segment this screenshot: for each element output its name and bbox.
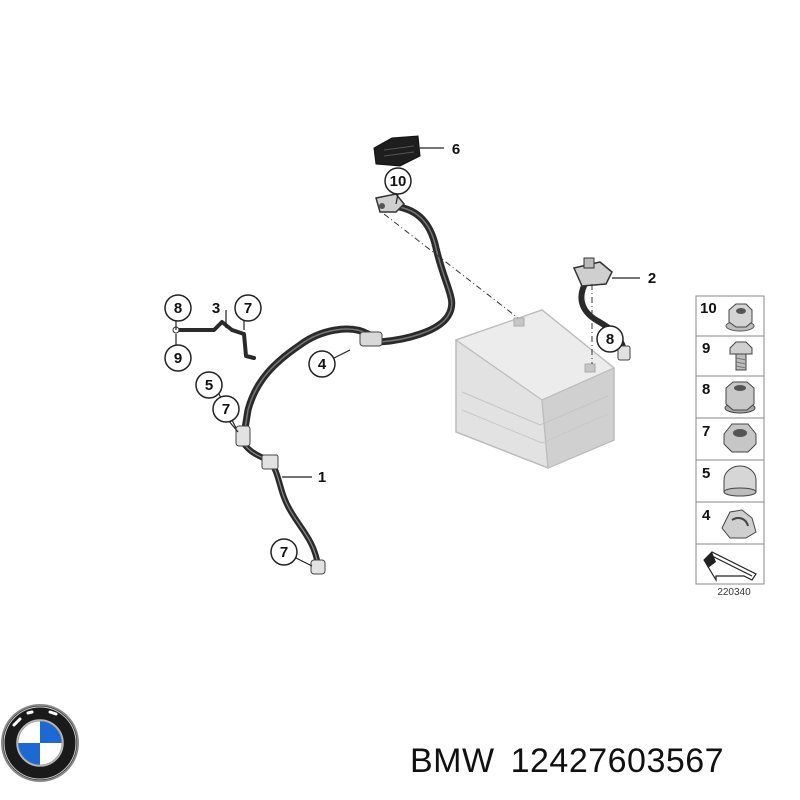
callout-8-number: 8	[174, 300, 182, 317]
callout-5-number: 5	[205, 377, 213, 394]
legend-number: 5	[702, 465, 710, 482]
callout-8-number: 8	[606, 331, 614, 348]
callout-7-bracket: 7	[234, 294, 262, 322]
callout-9-number: 9	[174, 350, 182, 367]
legend-row-4: 4	[702, 507, 757, 539]
legend-number: 7	[702, 423, 710, 440]
legend-row-5: 5	[702, 465, 757, 497]
callout-8-bracket: 8	[164, 294, 192, 322]
bolt-icon	[729, 341, 753, 371]
direction-arrow-icon	[703, 551, 757, 583]
callout-7-lower: 7	[270, 538, 298, 566]
hex-nut-icon	[723, 423, 757, 453]
callout-1: 1	[318, 469, 326, 486]
legend-number: 8	[702, 381, 710, 398]
legend-row-arrow	[703, 551, 757, 583]
cap-icon	[723, 465, 757, 497]
bmw-logo	[1, 704, 79, 782]
battery	[454, 309, 616, 469]
legend-row-7: 7	[702, 423, 757, 453]
collar-nut-icon	[724, 381, 756, 414]
callout-6: 6	[452, 141, 460, 158]
callout-10-number: 10	[390, 173, 407, 190]
callout-9: 9	[164, 344, 192, 372]
legend-number: 4	[702, 507, 711, 524]
parts-legend: 10 9 8	[695, 295, 765, 598]
callout-5: 5	[195, 371, 223, 399]
terminal-cover	[373, 135, 421, 167]
figure-number: 220340	[717, 587, 751, 598]
callout-2: 2	[648, 270, 656, 287]
assembly-lines	[383, 213, 593, 364]
callout-8-negative: 8	[596, 325, 624, 353]
legend-number: 10	[700, 300, 717, 317]
legend-row-10: 10	[700, 300, 755, 332]
callout-1-number: 1	[318, 469, 326, 486]
callout-3-number: 3	[212, 300, 220, 317]
callout-7-number: 7	[222, 401, 230, 418]
cable-clip-icon	[721, 509, 757, 539]
ground-cable	[235, 425, 326, 575]
legend-number: 9	[702, 340, 710, 357]
callout-6-number: 6	[452, 141, 460, 158]
callout-4: 4	[308, 350, 336, 378]
callout-4-number: 4	[318, 356, 327, 373]
callout-2-number: 2	[648, 270, 656, 287]
callout-7-number: 7	[244, 300, 252, 317]
brand-name: BMW	[410, 742, 495, 780]
part-caption: BMW 12427603567	[410, 742, 724, 781]
callout-7-number: 7	[280, 544, 288, 561]
flange-nut-icon	[725, 303, 755, 332]
part-number: 12427603567	[510, 742, 725, 780]
legend-row-9: 9	[702, 340, 753, 371]
callout-7-clip: 7	[212, 395, 240, 423]
legend-row-8: 8	[702, 381, 756, 414]
callout-10: 10	[384, 167, 412, 195]
callout-3: 3	[212, 300, 220, 317]
positive-cable	[240, 193, 456, 439]
